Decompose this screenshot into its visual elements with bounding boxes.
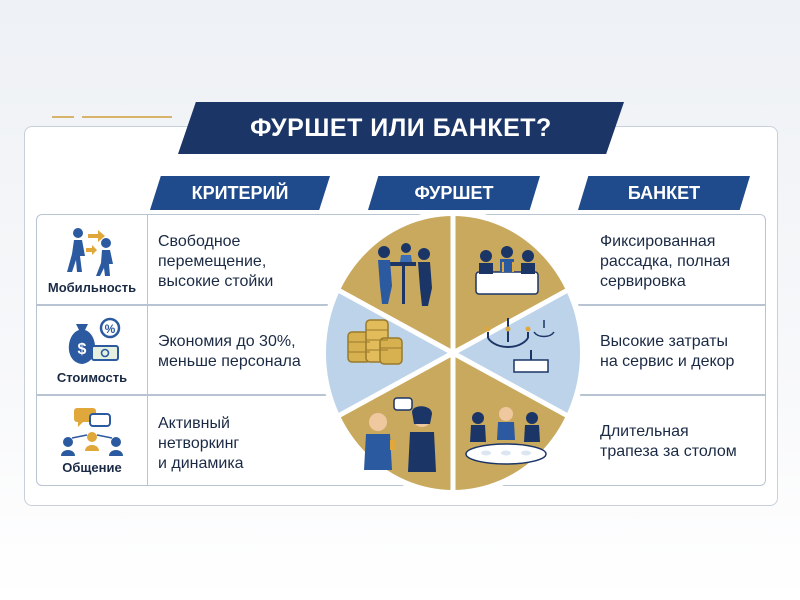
svg-text:$: $ (78, 341, 87, 358)
criterion-label: Мобильность (47, 280, 137, 295)
title-banner: ФУРШЕТ ИЛИ БАНКЕТ? (178, 102, 624, 154)
chandelier-icon (485, 318, 555, 373)
criterion-cell-mobility: Мобильность (36, 216, 148, 306)
criterion-cell-cost: $ % Стоимость (36, 306, 148, 396)
criterion-label: Стоимость (56, 370, 128, 385)
banquet-text-mobility: Фиксированная рассадка, полная сервировк… (600, 233, 731, 290)
buffet-text-mobility: Свободное перемещение, высокие стойки (158, 233, 274, 290)
banquet-text-communication: Длительная трапеза за столом (600, 423, 737, 460)
money-bag-icon: $ % (68, 317, 121, 364)
header-criterion: КРИТЕРИЙ (150, 176, 330, 210)
chatting-guests-icon (364, 397, 436, 472)
criteria-column (36, 214, 148, 486)
standing-table-guests-icon (378, 243, 432, 306)
people-moving-icon (67, 228, 113, 276)
header-buffet: ФУРШЕТ (368, 176, 540, 210)
coin-stacks-icon (347, 319, 403, 365)
decorative-line (52, 116, 74, 118)
row-divider (470, 304, 766, 306)
banquet-text-cost: Высокие затраты на сервис и декор (600, 333, 735, 370)
buffet-text-communication: Активный нетворкинг и динамика (158, 415, 244, 472)
svg-text:%: % (105, 322, 116, 336)
seated-dinner-table-icon (475, 246, 539, 295)
comparison-wheel (320, 210, 586, 496)
network-chat-icon (61, 408, 123, 456)
row-divider (36, 304, 336, 306)
dinner-guests-icon (465, 407, 547, 465)
criterion-cell-communication: Общение (36, 396, 148, 486)
row-divider (470, 394, 766, 396)
row-divider (36, 394, 336, 396)
decorative-line (82, 116, 172, 118)
buffet-text-cost: Экономия до 30%, меньше персонала (158, 333, 301, 370)
page-title: ФУРШЕТ ИЛИ БАНКЕТ? (250, 113, 552, 142)
header-banquet: БАНКЕТ (578, 176, 750, 210)
criterion-label: Общение (62, 460, 122, 475)
